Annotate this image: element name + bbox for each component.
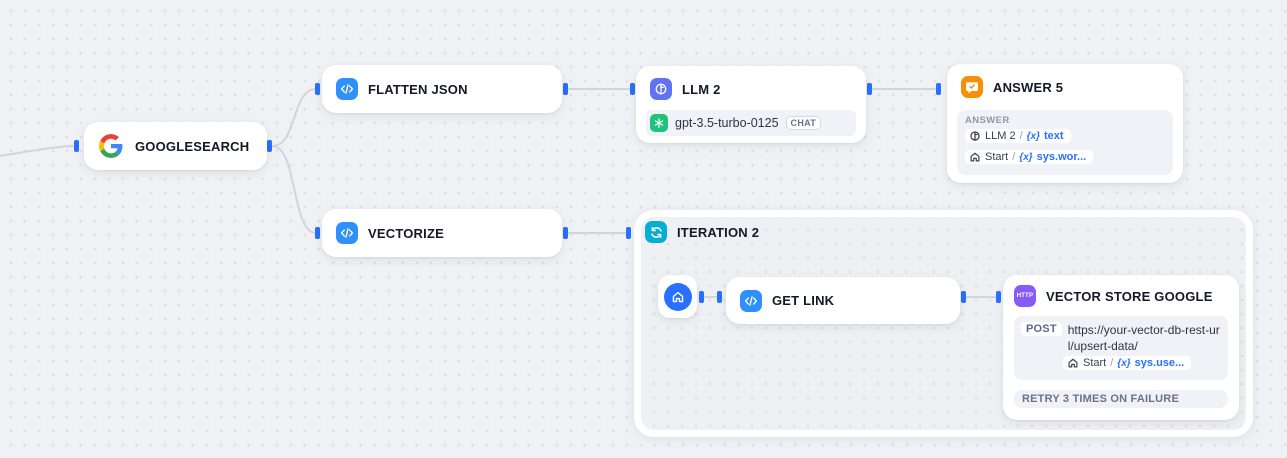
variable-prefix: {x}: [1117, 357, 1131, 369]
code-icon: [336, 78, 358, 100]
home-mini-icon: [969, 151, 981, 163]
variable-source: Start: [985, 151, 1009, 163]
handle-flattenjson-out[interactable]: [563, 83, 568, 95]
handle-iteration2-in[interactable]: [626, 227, 631, 239]
handle-googlesearch-in[interactable]: [74, 140, 79, 152]
node-iteration2-header[interactable]: ITERATION 2: [639, 221, 765, 243]
variable-pill[interactable]: Start / {x} sys.use...: [1063, 356, 1192, 371]
model-mode-badge: CHAT: [785, 116, 822, 130]
node-title: ANSWER 5: [993, 79, 1064, 95]
node-answer5[interactable]: ANSWER 5 ANSWER LLM 2 / {x} text: [947, 64, 1183, 183]
variable-pill[interactable]: LLM 2 / {x} text: [965, 129, 1071, 143]
handle-llm2-in[interactable]: [630, 83, 635, 95]
variable-pill[interactable]: Start / {x} sys.wor...: [965, 150, 1094, 164]
handle-vectorize-in[interactable]: [315, 227, 320, 239]
home-mini-icon: [1067, 357, 1079, 369]
handle-googlesearch-out[interactable]: [267, 140, 272, 152]
node-title: FLATTEN JSON: [368, 81, 468, 97]
separator: /: [1019, 130, 1023, 142]
variable-prefix: {x}: [1026, 130, 1040, 142]
separator: /: [1012, 151, 1016, 163]
variable-name: sys.use...: [1134, 357, 1185, 370]
node-vectorize[interactable]: VECTORIZE: [322, 209, 562, 257]
iteration-start-icon: [663, 282, 692, 311]
variable-name: text: [1044, 130, 1064, 142]
handle-llm2-out[interactable]: [867, 83, 872, 95]
variable-source: LLM 2: [985, 130, 1016, 142]
node-title: LLM 2: [682, 81, 721, 97]
http-icon-label: HTTP: [1016, 293, 1034, 299]
answer-icon: [961, 76, 983, 98]
node-get-link[interactable]: GET LINK: [726, 277, 960, 324]
node-title: VECTOR STORE GOOGLE: [1046, 288, 1213, 304]
edge-googlesearch-vectorize[interactable]: [271, 145, 317, 234]
http-icon: HTTP: [1014, 285, 1036, 307]
http-method-badge: POST: [1021, 322, 1062, 336]
http-request-section: POST https://your-vector-db-rest-url/ups…: [1014, 316, 1228, 381]
answer-section: ANSWER LLM 2 / {x} text: [957, 110, 1173, 175]
llm-mini-icon: [969, 130, 981, 142]
edge-incoming-googlesearch[interactable]: [0, 145, 74, 158]
node-llm2[interactable]: LLM 2 gpt-3.5-turbo-0125 CHAT: [636, 66, 866, 143]
handle-vectorize-out[interactable]: [563, 227, 568, 239]
http-url: https://your-vector-db-rest-url/upsert-d…: [1067, 323, 1220, 354]
variable-prefix: {x}: [1019, 151, 1033, 163]
handle-flattenjson-in[interactable]: [315, 83, 320, 95]
handle-answer5-in[interactable]: [936, 83, 941, 95]
retry-status-bar: RETRY 3 TIMES ON FAILURE: [1014, 390, 1228, 409]
model-name: gpt-3.5-turbo-0125: [675, 116, 779, 130]
variable-source: Start: [1083, 357, 1107, 370]
node-iteration-start[interactable]: [658, 275, 697, 318]
variable-name: sys.wor...: [1036, 151, 1087, 163]
node-title: GET LINK: [772, 293, 835, 308]
node-vector-store-google[interactable]: HTTP VECTOR STORE GOOGLE POST https://yo…: [1003, 275, 1239, 420]
llm-icon: [650, 78, 672, 100]
node-googlesearch[interactable]: GOOGLESEARCH: [84, 122, 267, 170]
node-title: VECTORIZE: [368, 225, 444, 241]
model-selector[interactable]: gpt-3.5-turbo-0125 CHAT: [646, 110, 856, 136]
code-icon: [740, 289, 762, 312]
code-icon: [336, 222, 358, 244]
iteration-icon: [645, 221, 667, 243]
openai-icon: [650, 114, 668, 132]
node-title: GOOGLESEARCH: [135, 138, 250, 154]
node-title: ITERATION 2: [677, 224, 760, 240]
google-icon: [98, 133, 124, 159]
answer-section-label: ANSWER: [965, 115, 1010, 126]
edge-googlesearch-flattenjson[interactable]: [271, 88, 317, 147]
separator: /: [1110, 357, 1114, 370]
node-flatten-json[interactable]: FLATTEN JSON: [322, 65, 562, 113]
